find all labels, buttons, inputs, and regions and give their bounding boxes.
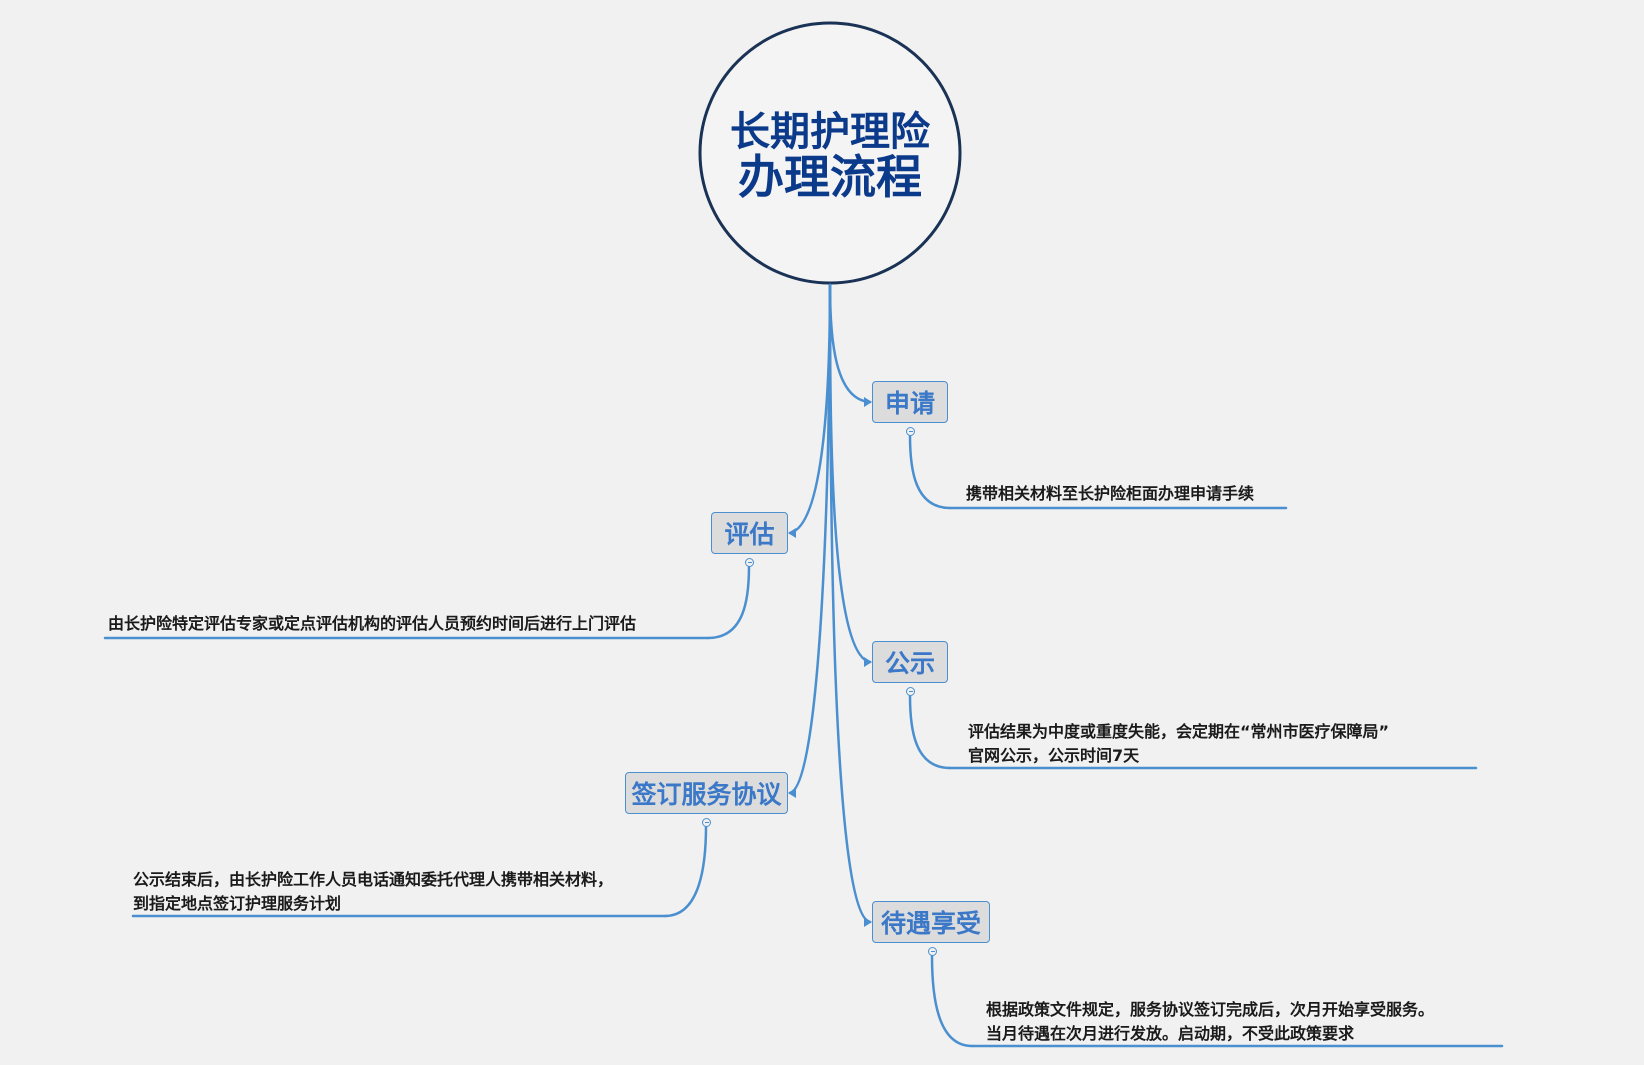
- collapse-toggle-pinggu[interactable]: [745, 558, 754, 567]
- node-pinggu[interactable]: 评估: [711, 512, 788, 554]
- node-shenqing[interactable]: 申请: [872, 381, 948, 423]
- note-qianding: 公示结束后，由长护险工作人员电话通知委托代理人携带相关材料， 到指定地点签订护理…: [133, 868, 613, 916]
- sub-branch-gongshi: [908, 694, 952, 770]
- sub-branch-shenqing: [908, 434, 952, 510]
- node-label: 待遇享受: [880, 909, 981, 938]
- note-line: 官网公示，公示时间7天: [968, 746, 1140, 765]
- sub-branch-qianding: [663, 824, 708, 918]
- branch-pinggu: [788, 283, 832, 535]
- branch-gongshi: [828, 283, 872, 664]
- arrowhead-pinggu: [788, 528, 796, 538]
- sub-branch-pinggu: [706, 564, 751, 640]
- center-circle: [698, 21, 962, 285]
- node-label: 公示: [884, 649, 935, 678]
- collapse-toggle-daiyu[interactable]: [928, 947, 937, 956]
- arrowhead-gongshi: [864, 657, 872, 667]
- note-line: 根据政策文件规定，服务协议签订完成后，次月开始享受服务。: [986, 1000, 1435, 1019]
- arrowhead-shenqing: [864, 397, 872, 407]
- note-line: 评估结果为中度或重度失能，会定期在“常州市医疗保障局”: [968, 722, 1390, 741]
- node-label: 签订服务协议: [631, 780, 782, 809]
- center-title-line2: 办理流程: [738, 150, 922, 204]
- note-line: 公示结束后，由长护险工作人员电话通知委托代理人携带相关材料，: [133, 870, 614, 889]
- node-qianding[interactable]: 签订服务协议: [625, 772, 788, 814]
- collapse-toggle-qianding[interactable]: [702, 818, 711, 827]
- collapse-toggle-shenqing[interactable]: [906, 427, 915, 436]
- collapse-toggle-gongshi[interactable]: [906, 687, 915, 696]
- branch-qianding: [788, 283, 832, 795]
- note-gongshi: 评估结果为中度或重度失能，会定期在“常州市医疗保障局” 官网公示，公示时间7天: [968, 720, 1389, 768]
- note-shenqing: 携带相关材料至长护险柜面办理申请手续: [966, 482, 1254, 506]
- note-daiyu: 根据政策文件规定，服务协议签订完成后，次月开始享受服务。 当月待遇在次月进行发放…: [986, 998, 1434, 1046]
- node-gongshi[interactable]: 公示: [872, 641, 948, 683]
- note-line: 当月待遇在次月进行发放。启动期，不受此政策要求: [986, 1024, 1355, 1043]
- note-line: 由长护险特定评估专家或定点评估机构的评估人员预约时间后进行上门评估: [108, 614, 637, 633]
- branch-shenqing: [828, 283, 872, 404]
- branch-daiyu: [828, 283, 872, 924]
- node-label: 评估: [724, 520, 775, 549]
- note-line: 携带相关材料至长护险柜面办理申请手续: [966, 484, 1255, 503]
- sub-branch-daiyu: [930, 954, 974, 1048]
- node-label: 申请: [884, 389, 935, 418]
- center-title-line1: 长期护理险: [730, 109, 930, 155]
- arrowhead-qianding: [788, 788, 796, 798]
- arrowhead-daiyu: [864, 917, 872, 927]
- node-daiyu[interactable]: 待遇享受: [872, 901, 990, 943]
- note-line: 到指定地点签订护理服务计划: [133, 894, 342, 913]
- note-pinggu: 由长护险特定评估专家或定点评估机构的评估人员预约时间后进行上门评估: [108, 612, 636, 636]
